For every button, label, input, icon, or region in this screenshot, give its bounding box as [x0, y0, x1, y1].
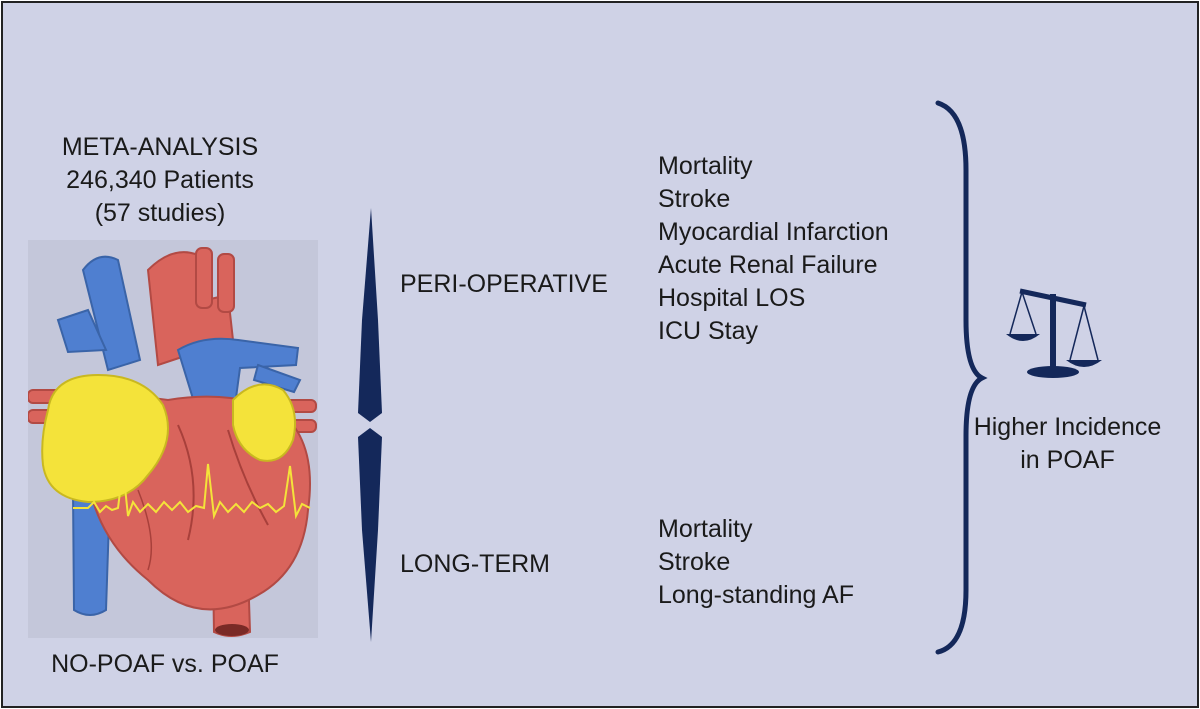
heart-panel: [27, 240, 318, 638]
long-term-label: LONG-TERM: [400, 550, 550, 578]
list-item: Myocardial Infarction: [658, 218, 889, 246]
conclusion-line-1: Higher Incidence: [973, 413, 1162, 441]
list-item: Stroke: [658, 548, 731, 576]
list-item: ICU Stay: [658, 317, 759, 345]
list-item: Long-standing AF: [658, 581, 854, 609]
peri-operative-label: PERI-OPERATIVE: [400, 270, 608, 298]
conclusion-text: Higher Incidence in POAF: [955, 411, 1180, 477]
heart-icon: [27, 247, 317, 637]
study-type: META-ANALYSIS: [61, 133, 259, 161]
study-summary: META-ANALYSIS 246,340 Patients (57 studi…: [30, 131, 290, 230]
list-item: Acute Renal Failure: [658, 251, 878, 279]
list-item: Mortality: [658, 515, 753, 543]
long-outcome-list: Mortality Stroke Long-standing AF: [658, 513, 854, 612]
list-item: Hospital LOS: [658, 284, 806, 312]
list-item: Mortality: [658, 152, 753, 180]
study-count: (57 studies): [94, 199, 226, 227]
list-item: Stroke: [658, 185, 731, 213]
patient-count: 246,340 Patients: [66, 166, 254, 194]
comparison-label: NO-POAF vs. POAF: [51, 650, 279, 678]
peri-outcome-list: Mortality Stroke Myocardial Infarction A…: [658, 150, 889, 348]
conclusion-line-2: in POAF: [1020, 446, 1115, 474]
